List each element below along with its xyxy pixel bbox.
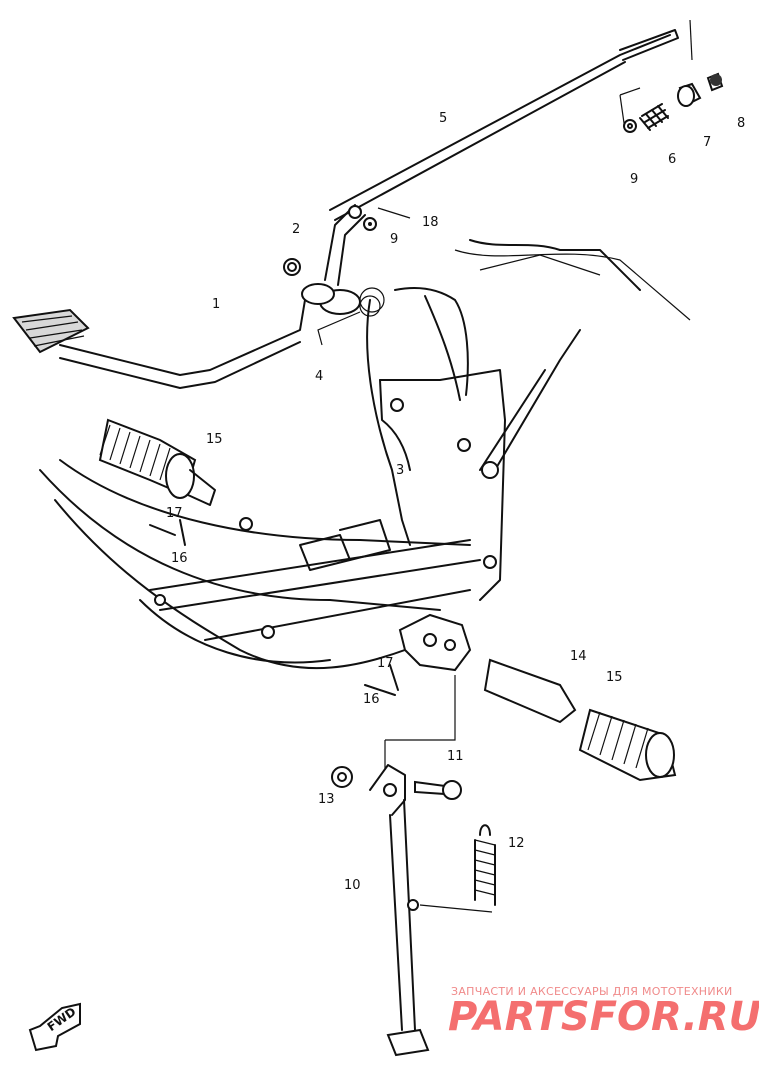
- watermark-brand: PARTSFOR.RU: [448, 994, 759, 1040]
- label-part-9-top: 9: [630, 172, 638, 187]
- label-part-16-left: 16: [171, 551, 188, 566]
- label-part-17-left: 17: [166, 506, 183, 521]
- label-part-15-left: 15: [206, 432, 223, 447]
- footrest-left: [98, 418, 216, 546]
- label-part-7: 7: [703, 135, 711, 150]
- sidestand-bracket: [384, 613, 472, 770]
- label-part-14: 14: [570, 649, 587, 664]
- footrest-right: [364, 658, 677, 782]
- part-labels: 1 2 3 4 5 6 7 8 9 9 10 11 12 13 14 15 15…: [166, 111, 745, 893]
- label-part-16-right: 16: [363, 692, 380, 707]
- label-part-9-mid: 9: [390, 232, 398, 247]
- watermark-subtitle: ЗАПЧАСТИ И АКСЕССУАРЫ ДЛЯ МОТОТЕХНИКИ: [451, 985, 733, 998]
- label-part-11: 11: [447, 749, 464, 764]
- watermark: ЗАПЧАСТИ И АКСЕССУАРЫ ДЛЯ МОТОТЕХНИКИ PA…: [448, 985, 759, 1040]
- sidestand-hardware: [331, 766, 496, 913]
- label-part-4: 4: [315, 369, 323, 384]
- label-part-8: 8: [737, 116, 745, 131]
- adjuster-parts: [283, 72, 724, 276]
- label-part-3: 3: [396, 463, 404, 478]
- label-part-15-right: 15: [606, 670, 623, 685]
- label-part-2: 2: [292, 222, 300, 237]
- label-part-17-right: 17: [377, 656, 394, 671]
- fwd-arrow: FWD: [28, 1002, 81, 1052]
- label-part-12: 12: [508, 836, 525, 851]
- label-part-6: 6: [668, 152, 676, 167]
- brake-rod: [324, 19, 693, 286]
- frame: [39, 239, 691, 670]
- label-part-18: 18: [422, 215, 439, 230]
- label-part-13: 13: [318, 792, 335, 807]
- label-part-5: 5: [439, 111, 447, 126]
- sidestand: [369, 764, 430, 1057]
- label-part-1: 1: [212, 297, 220, 312]
- pedal-return-spring: [317, 287, 385, 346]
- label-part-10: 10: [344, 878, 361, 893]
- brake-pedal: [12, 283, 361, 389]
